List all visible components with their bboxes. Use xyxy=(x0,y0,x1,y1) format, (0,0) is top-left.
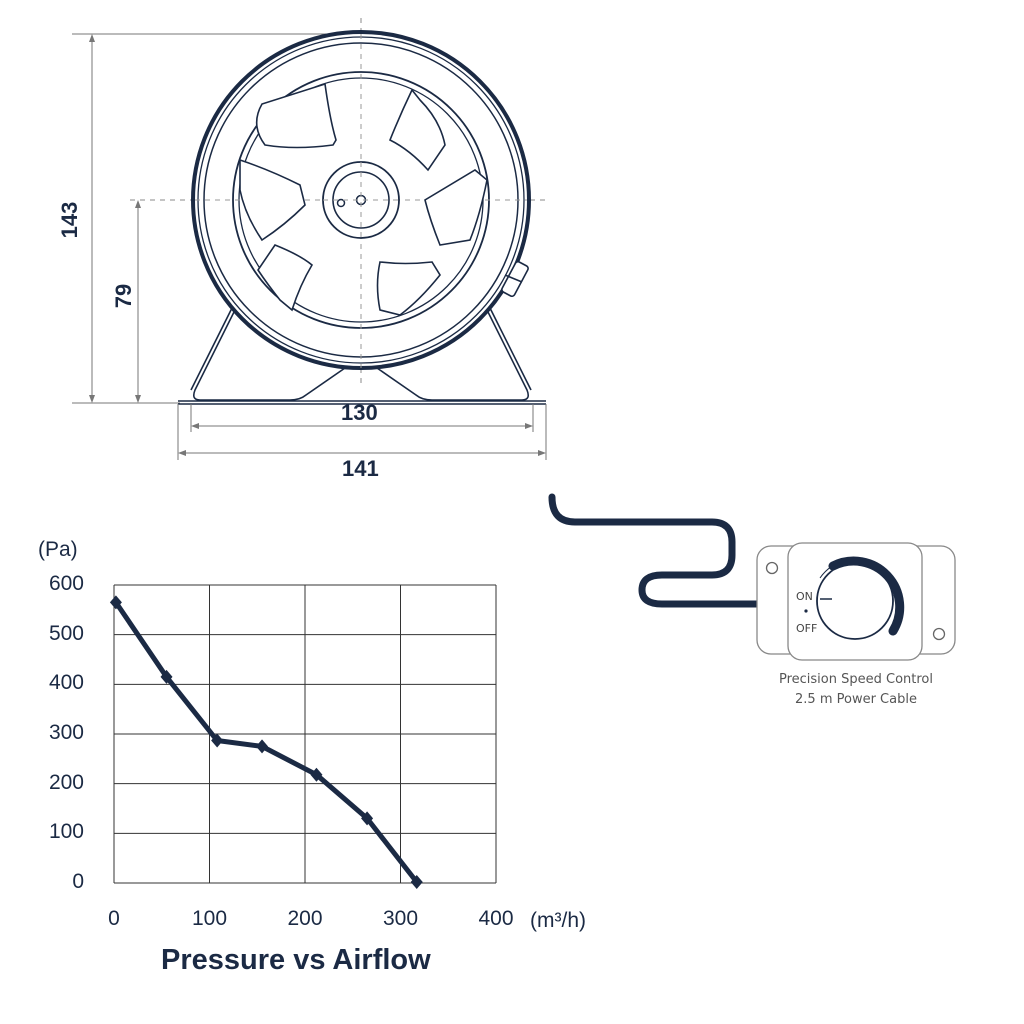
pressure-line xyxy=(113,600,419,884)
y-tick-label: 300 xyxy=(48,721,84,744)
controller-caption-line2: 2.5 m Power Cable xyxy=(795,692,917,707)
x-tick-label: 0 xyxy=(108,907,120,930)
data-point-marker xyxy=(310,767,323,782)
data-point-marker xyxy=(109,595,122,610)
x-tick-label: 200 xyxy=(287,907,323,930)
fan-blades xyxy=(239,82,488,316)
data-point-marker xyxy=(160,669,173,684)
data-point-marker xyxy=(410,875,423,890)
y-tick-label: 500 xyxy=(48,621,84,645)
y-tick-label: 0 xyxy=(72,870,84,893)
x-tick-label: 300 xyxy=(382,907,419,930)
y-tick-label: 100 xyxy=(48,820,84,844)
data-point-marker xyxy=(211,733,224,748)
data-point-marker xyxy=(361,811,374,826)
y-tick-label: 200 xyxy=(48,770,84,794)
x-tick-label: 400 xyxy=(478,907,514,930)
speed-knob[interactable] xyxy=(817,563,893,639)
data-point-marker xyxy=(256,739,269,754)
dimension-height-total: 143 xyxy=(57,201,82,239)
fan-outline-svg xyxy=(72,18,547,460)
x-tick-label: 100 xyxy=(191,907,228,930)
controller-caption-line1: Precision Speed Control xyxy=(778,672,933,687)
chart-title: Pressure vs Airflow xyxy=(161,944,431,976)
dimension-center-height: 79 xyxy=(111,283,136,309)
off-label: OFF xyxy=(796,622,818,635)
dimension-outer-foot-width: 141 xyxy=(342,456,379,481)
y-tick-label: 600 xyxy=(48,572,84,595)
x-axis-unit: (m³/h) xyxy=(530,909,586,932)
y-tick-label: 400 xyxy=(48,671,84,695)
y-axis-unit: (Pa) xyxy=(38,538,78,561)
on-label: ON xyxy=(796,590,813,603)
dimension-inner-foot-width: 130 xyxy=(341,400,378,425)
